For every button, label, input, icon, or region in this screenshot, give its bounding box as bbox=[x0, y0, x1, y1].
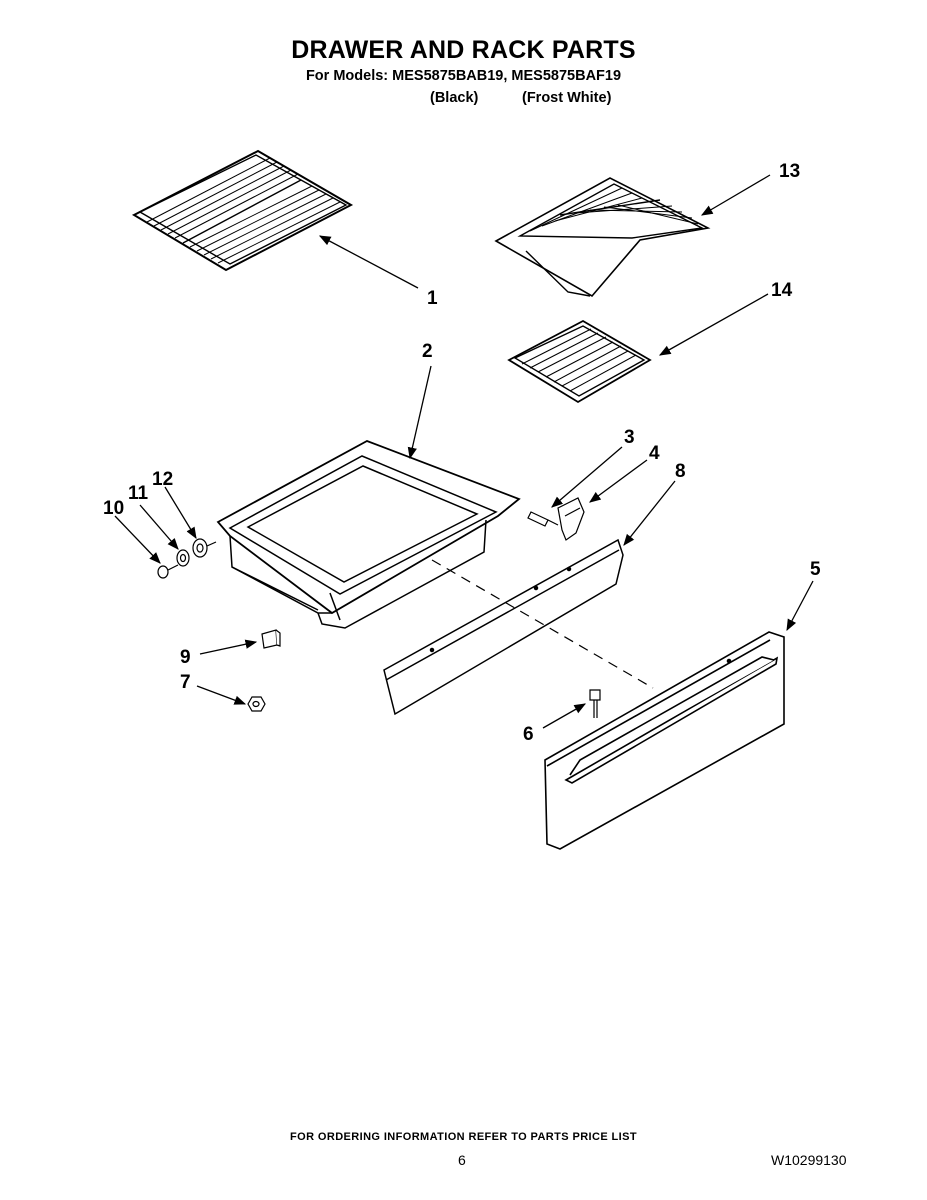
callout-9: 9 bbox=[180, 647, 191, 668]
leader-lines bbox=[114, 174, 814, 729]
part-14-half-rack bbox=[507, 319, 652, 404]
part-4-bracket bbox=[557, 497, 585, 541]
callout-2: 2 bbox=[422, 341, 433, 362]
page-title: DRAWER AND RACK PARTS bbox=[291, 36, 636, 64]
callout-5: 5 bbox=[810, 559, 821, 580]
callout-7: 7 bbox=[180, 672, 191, 693]
part-12-roller bbox=[192, 538, 217, 558]
callout-13: 13 bbox=[779, 161, 800, 182]
callout-1: 1 bbox=[427, 288, 438, 309]
callout-12: 12 bbox=[152, 469, 173, 490]
part-8-drawer-front-panel bbox=[383, 538, 624, 716]
part-10-nut bbox=[157, 564, 179, 579]
part-13-roller-rack bbox=[494, 177, 711, 298]
ordering-info-note: FOR ORDERING INFORMATION REFER TO PARTS … bbox=[290, 1131, 637, 1143]
leader-8 bbox=[623, 480, 676, 546]
document-number: W10299130 bbox=[771, 1152, 847, 1168]
leader-12 bbox=[164, 486, 197, 539]
part-2-drawer-pan bbox=[216, 440, 521, 629]
callout-10: 10 bbox=[103, 498, 124, 519]
part-6-screw bbox=[589, 689, 601, 739]
callout-14: 14 bbox=[771, 280, 793, 301]
variant-white-label: (Frost White) bbox=[522, 90, 612, 106]
page-number: 6 bbox=[458, 1152, 466, 1168]
leader-9 bbox=[199, 639, 258, 655]
part-9-clip bbox=[261, 629, 281, 649]
callout-8: 8 bbox=[675, 461, 686, 482]
callout-11: 11 bbox=[128, 483, 149, 504]
leader-13 bbox=[700, 174, 771, 216]
part-5-drawer-front bbox=[544, 631, 785, 850]
leader-2 bbox=[407, 365, 432, 460]
leader-5 bbox=[786, 580, 814, 632]
part-3-screw bbox=[527, 511, 559, 527]
leader-7 bbox=[196, 685, 247, 705]
part-11-washer bbox=[176, 549, 190, 567]
leader-14 bbox=[658, 293, 769, 356]
leader-10 bbox=[114, 515, 161, 564]
assembly-dashed-lines bbox=[431, 559, 654, 689]
callout-3: 3 bbox=[624, 427, 635, 448]
leader-3 bbox=[551, 446, 623, 508]
callout-4: 4 bbox=[649, 443, 660, 464]
leader-11 bbox=[139, 504, 179, 550]
callout-6: 6 bbox=[523, 724, 534, 745]
leader-4 bbox=[589, 459, 648, 503]
models-line: For Models: MES5875BAB19, MES5875BAF19 bbox=[305, 68, 622, 84]
variant-black-label: (Black) bbox=[430, 90, 479, 106]
part-7-hex-nut bbox=[247, 696, 266, 712]
part-1-oven-rack bbox=[131, 149, 354, 272]
leader-1 bbox=[318, 235, 419, 289]
leader-6 bbox=[542, 703, 587, 729]
